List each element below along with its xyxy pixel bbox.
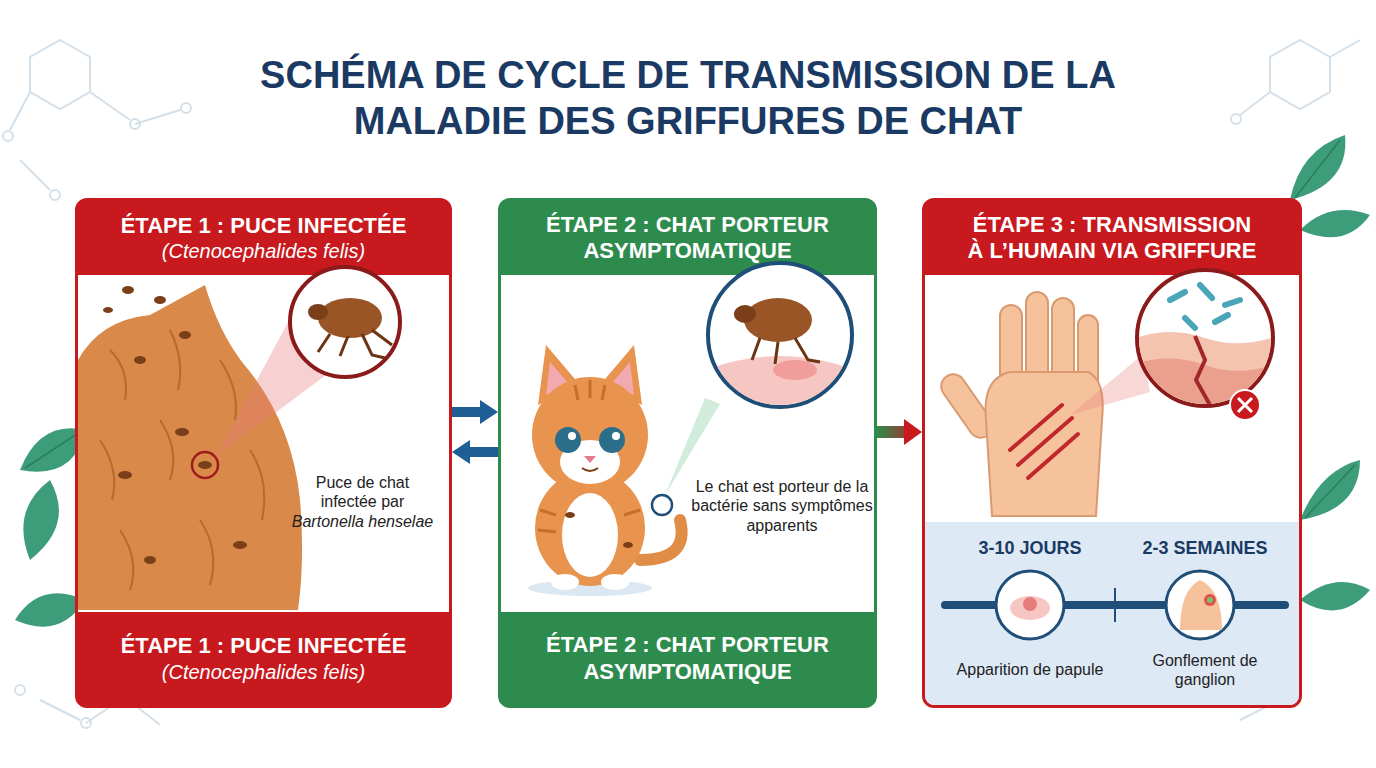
timeline-event: Apparition de papule — [955, 642, 1105, 698]
step-note: Puce de chat infectée parBartonella hens… — [290, 459, 435, 545]
timeline-event: Gonflement de ganglion — [1125, 642, 1285, 698]
step-note: Le chat est porteur de la bactérie sans … — [691, 461, 873, 551]
timeline-event-text: Apparition de papule — [957, 660, 1104, 679]
kitten — [528, 263, 860, 596]
flow-arrow — [452, 407, 480, 417]
step-panel: ÉTAPE 3 : TRANSMISSION À L’HUMAIN VIA GR… — [922, 198, 1302, 708]
step-heading-text: ÉTAPE 1 : PUCE INFECTÉE — [121, 213, 407, 239]
step-footer-text: ÉTAPE 2 : CHAT PORTEUR ASYMPTOMATIQUE — [538, 632, 838, 685]
timeline-time-text: 2-3 SEMAINES — [1142, 538, 1267, 560]
step-footer-text: (Ctenocephalides felis) — [162, 660, 365, 684]
step-panel: ÉTAPE 2 : CHAT PORTEUR ASYMPTOMATIQUE Le … — [498, 198, 877, 708]
flow-arrow — [877, 426, 904, 438]
timeline — [945, 571, 1285, 639]
flow-arrow — [470, 447, 498, 457]
timeline-time: 3-10 JOURS — [955, 534, 1105, 564]
step-footer-text: ÉTAPE 1 : PUCE INFECTÉE — [121, 633, 407, 659]
step-heading-text: (Ctenocephalides felis) — [162, 239, 365, 263]
step-panel: ÉTAPE 1 : PUCE INFECTÉE(Ctenocephalides … — [75, 198, 452, 708]
diagram-title: SCHÉMA DE CYCLE DE TRANSMISSION DE LA MA… — [238, 53, 1138, 144]
scratched-hand — [937, 270, 1280, 516]
timeline-band: 3-10 JOURS Apparition de papule 2-3 SEMAIN… — [925, 522, 1299, 705]
step-note-text: Puce de chat infectée par — [290, 473, 435, 511]
step-note-text: Le chat est porteur de la bactérie sans … — [691, 477, 873, 535]
step-footer: ÉTAPE 2 : CHAT PORTEUR ASYMPTOMATIQUE — [501, 612, 874, 705]
title-block: SCHÉMA DE CYCLE DE TRANSMISSION DE LA MA… — [0, 44, 1376, 154]
step-heading-text: ÉTAPE 3 : TRANSMISSION À L’HUMAIN VIA GR… — [962, 212, 1262, 265]
cat-fur — [78, 267, 400, 610]
step-note-text: Bartonella henselae — [292, 512, 433, 531]
timeline-time: 2-3 SEMAINES — [1125, 534, 1285, 564]
step-heading: ÉTAPE 3 : TRANSMISSION À L’HUMAIN VIA GR… — [925, 201, 1299, 275]
step-heading: ÉTAPE 1 : PUCE INFECTÉE(Ctenocephalides … — [78, 201, 449, 275]
step-footer: ÉTAPE 1 : PUCE INFECTÉE(Ctenocephalides … — [78, 612, 449, 705]
timeline-event-text: Gonflement de ganglion — [1125, 651, 1285, 689]
step-heading: ÉTAPE 2 : CHAT PORTEUR ASYMPTOMATIQUE — [501, 201, 874, 275]
flea-zoom — [308, 298, 392, 358]
timeline-time-text: 3-10 JOURS — [978, 538, 1081, 560]
step-heading-text: ÉTAPE 2 : CHAT PORTEUR ASYMPTOMATIQUE — [538, 212, 838, 265]
